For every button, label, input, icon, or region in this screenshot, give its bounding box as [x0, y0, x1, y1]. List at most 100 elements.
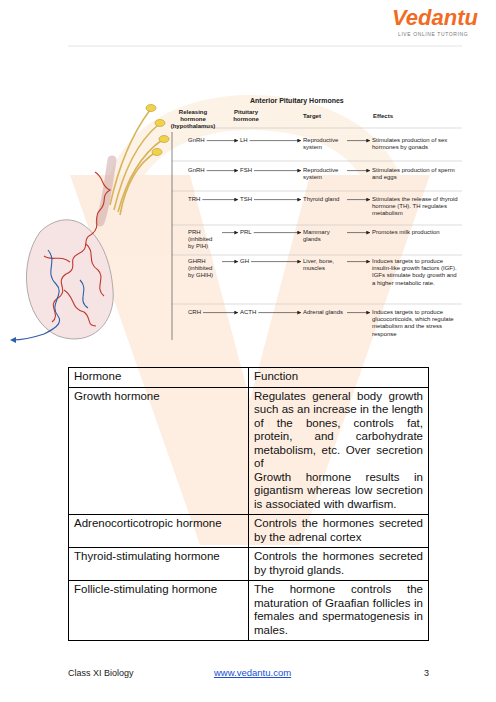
- table-cell: Controls the hormones secreted by thyroi…: [249, 548, 429, 581]
- table-cell: Controls the hormones secreted by the ad…: [249, 515, 429, 548]
- flow-label: Reproductive system: [303, 137, 345, 151]
- flow-arrow: [347, 261, 370, 262]
- flow-label: Liver, bone, muscles: [303, 258, 345, 272]
- flow-arrow: [222, 261, 238, 262]
- flow-label: TSH: [240, 196, 252, 203]
- figure-title: Anterior Pituitary Hormones: [250, 97, 344, 104]
- table-cell: The hormone controls the maturation of G…: [249, 581, 429, 641]
- flow-arrow: [254, 199, 301, 200]
- table-text: Regulates general body growth such as an…: [254, 390, 423, 471]
- flow-text: Stimulates production of sperm and eggs: [372, 167, 460, 181]
- flow-label: Adrenal glands: [303, 309, 345, 316]
- table-header-cell: Hormone: [69, 368, 249, 388]
- flow-text: Induces targets to produce insulin-like …: [372, 258, 460, 287]
- flow-arrow: [254, 170, 301, 171]
- flow-label: Stimulates production of sex hormones by…: [372, 137, 460, 151]
- header-rule: [68, 46, 462, 47]
- flow-label: TRH: [188, 196, 200, 203]
- flow-label: Reproductive system: [303, 167, 345, 181]
- flow-arrow: [250, 140, 301, 141]
- flow-text: Induces targets to produce glucocorticoi…: [372, 309, 460, 338]
- flow-label: CRH: [188, 309, 201, 316]
- table-text: Controls the hormones secreted by thyroi…: [254, 550, 423, 577]
- flow-label: Mammary glands: [303, 229, 345, 243]
- flow-label: PRH (inhibited by PIH): [188, 229, 220, 251]
- flow-text: Reproductive system: [303, 137, 345, 151]
- flow-label: GH: [240, 258, 249, 265]
- flow-arrow: [347, 140, 370, 141]
- table-cell: Growth hormone: [69, 388, 249, 516]
- footer-link: www.vedantu.com: [214, 667, 291, 678]
- flow-text: ACTH: [240, 309, 256, 316]
- flow-text: GH: [240, 258, 249, 265]
- column-header: Pituitary hormone: [228, 109, 264, 123]
- flow-text: GnRH: [188, 167, 205, 174]
- brand-logo: Vedantu: [392, 5, 478, 31]
- flow-arrow: [258, 312, 301, 313]
- flow-label: Stimulates production of sperm and eggs: [372, 167, 460, 181]
- hormone-table: Hormone FunctionGrowth hormone Regulates g…: [68, 367, 429, 641]
- flow-arrow: [207, 140, 238, 141]
- page-number: 3: [424, 668, 429, 678]
- table-text: Growth hormone: [74, 390, 243, 404]
- flow-label: PRL: [240, 229, 252, 236]
- pituitary-illustration: [10, 105, 169, 344]
- flow-arrow: [254, 232, 301, 233]
- flow-text: LH: [240, 137, 248, 144]
- flow-arrow: [203, 312, 238, 313]
- flow-label: Stimulates the release of thyroid hormon…: [372, 196, 460, 218]
- flow-text: TRH: [188, 196, 200, 203]
- table-cell: Thyroid-stimulating hormone: [69, 548, 249, 581]
- column-header: Effects: [373, 113, 393, 119]
- flow-label: GHRH (inhibited by GHIH): [188, 258, 220, 280]
- flow-text: Liver, bone, muscles: [303, 258, 345, 272]
- column-header: Releasing hormone (hypothalamus): [168, 109, 218, 131]
- releasing-bracket: [172, 132, 173, 340]
- flow-text: Mammary glands: [303, 229, 345, 243]
- table-text: Growth hormone results in gigantism wher…: [254, 471, 423, 512]
- flow-arrow: [347, 232, 370, 233]
- flow-label: Thyroid gland: [303, 196, 345, 203]
- brand-tagline: LIVE ONLINE TUTORING: [398, 31, 468, 37]
- flow-text: Stimulates production of sex hormones by…: [372, 137, 460, 151]
- table-cell: Regulates general body growth such as an…: [249, 388, 429, 516]
- flow-label: ACTH: [240, 309, 256, 316]
- table-text: Controls the hormones secreted by the ad…: [254, 517, 423, 544]
- flow-arrow: [347, 312, 370, 313]
- table-text: Thyroid-stimulating hormone: [74, 550, 243, 564]
- flow-text: Stimulates the release of thyroid hormon…: [372, 196, 460, 218]
- table-text: The hormone controls the maturation of G…: [254, 583, 423, 637]
- flow-label: LH: [240, 137, 248, 144]
- flow-text: GHRH (inhibited by GHIH): [188, 258, 220, 280]
- table-cell: Follicle-stimulating hormone: [69, 581, 249, 641]
- flow-label: GnRH: [188, 137, 205, 144]
- flow-arrow: [202, 199, 238, 200]
- table-text: Follicle-stimulating hormone: [74, 583, 243, 597]
- flow-arrow: [251, 261, 301, 262]
- flow-text: PRL: [240, 229, 252, 236]
- flow-text: CRH: [188, 309, 201, 316]
- figure-rules: [172, 128, 462, 304]
- flow-text: Thyroid gland: [303, 196, 345, 203]
- flow-label: GnRH: [188, 167, 205, 174]
- flow-arrow: [207, 170, 238, 171]
- table-cell: Adrenocorticotropic hormone: [69, 515, 249, 548]
- flow-label: Induces targets to produce insulin-like …: [372, 258, 460, 287]
- flow-label: Promotes milk production: [372, 229, 460, 236]
- column-header: Target: [303, 113, 321, 119]
- flow-arrow: [222, 232, 238, 233]
- table-text: Function: [254, 370, 423, 384]
- footer-text: Class XI Biology: [68, 668, 134, 678]
- flow-arrow: [347, 199, 370, 200]
- flow-label: FSH: [240, 167, 252, 174]
- flow-text: FSH: [240, 167, 252, 174]
- flow-text: Reproductive system: [303, 167, 345, 181]
- table-text: Hormone: [74, 370, 243, 384]
- flow-label: Induces targets to produce glucocorticoi…: [372, 309, 460, 338]
- table-header-cell: Function: [249, 368, 429, 388]
- flow-arrow: [347, 170, 370, 171]
- table-text: Adrenocorticotropic hormone: [74, 517, 243, 531]
- flow-text: Adrenal glands: [303, 309, 345, 316]
- flow-text: TSH: [240, 196, 252, 203]
- flow-text: GnRH: [188, 137, 205, 144]
